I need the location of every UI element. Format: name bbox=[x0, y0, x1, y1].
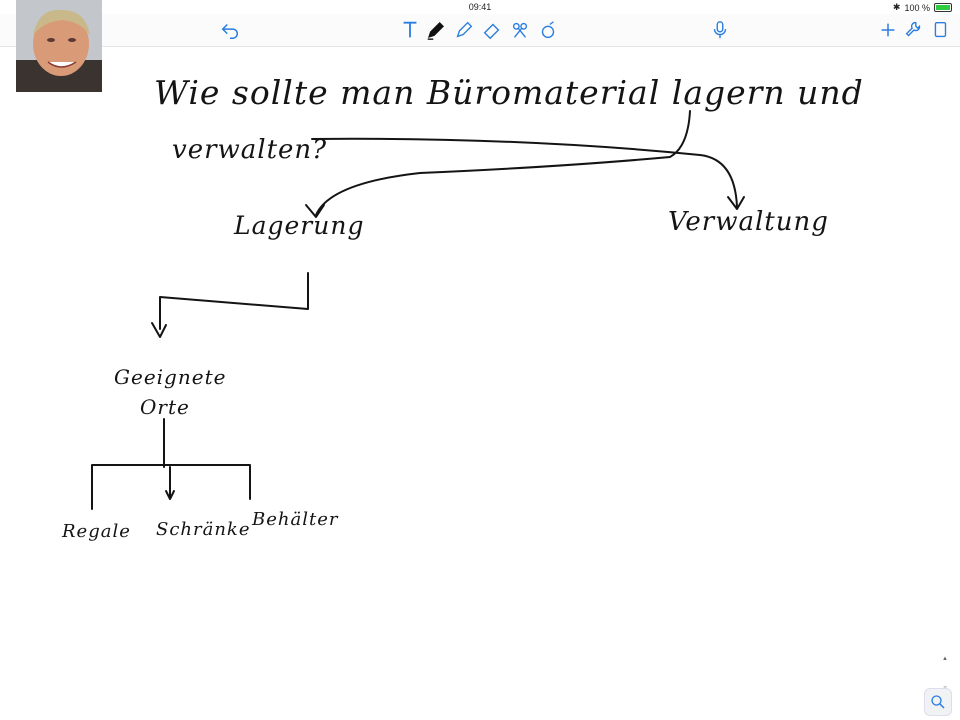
undo-icon[interactable] bbox=[218, 18, 242, 42]
zoom-icon[interactable] bbox=[924, 688, 952, 716]
leaf-schraenke: Schränke bbox=[156, 519, 251, 540]
battery-icon bbox=[934, 3, 952, 12]
leaf-behaelter: Behälter bbox=[252, 509, 339, 530]
microphone-icon[interactable] bbox=[708, 18, 732, 42]
highlighter-tool-icon[interactable] bbox=[452, 18, 476, 42]
toolbar bbox=[0, 14, 960, 47]
leaf-regale: Regale bbox=[62, 521, 131, 542]
branch-verwaltung: Verwaltung bbox=[668, 207, 829, 237]
eraser-tool-icon[interactable] bbox=[480, 18, 504, 42]
pen-tool-icon[interactable] bbox=[424, 18, 448, 42]
status-right: ✱ 100 % bbox=[893, 2, 952, 13]
question-line1: Wie sollte man Büromaterial lagern und bbox=[154, 73, 864, 112]
add-icon[interactable] bbox=[876, 18, 900, 42]
sub-node-line1: Geeignete bbox=[114, 365, 227, 389]
sub-node-line2: Orte bbox=[140, 395, 190, 419]
webcam-thumbnail bbox=[16, 0, 102, 92]
battery-percentage: 100 % bbox=[904, 2, 930, 13]
status-bar: 09:41 ✱ 100 % bbox=[0, 0, 960, 14]
note-canvas[interactable]: Wie sollte man Büromaterial lagern und v… bbox=[0, 47, 960, 720]
lasso-tool-icon[interactable] bbox=[508, 18, 532, 42]
page-scroll-indicator[interactable]: ▲ ≡ bbox=[940, 656, 950, 692]
question-line2: verwalten? bbox=[172, 135, 328, 165]
settings-icon[interactable] bbox=[902, 18, 926, 42]
ink-lines bbox=[91, 110, 745, 510]
shapes-tool-icon[interactable] bbox=[536, 18, 560, 42]
bluetooth-icon: ✱ bbox=[892, 2, 901, 12]
status-time: 09:41 bbox=[468, 2, 492, 12]
branch-lagerung: Lagerung bbox=[234, 211, 365, 240]
pages-icon[interactable] bbox=[928, 18, 952, 42]
text-tool-icon[interactable] bbox=[398, 18, 422, 42]
scroll-up-icon: ▲ bbox=[942, 656, 948, 662]
